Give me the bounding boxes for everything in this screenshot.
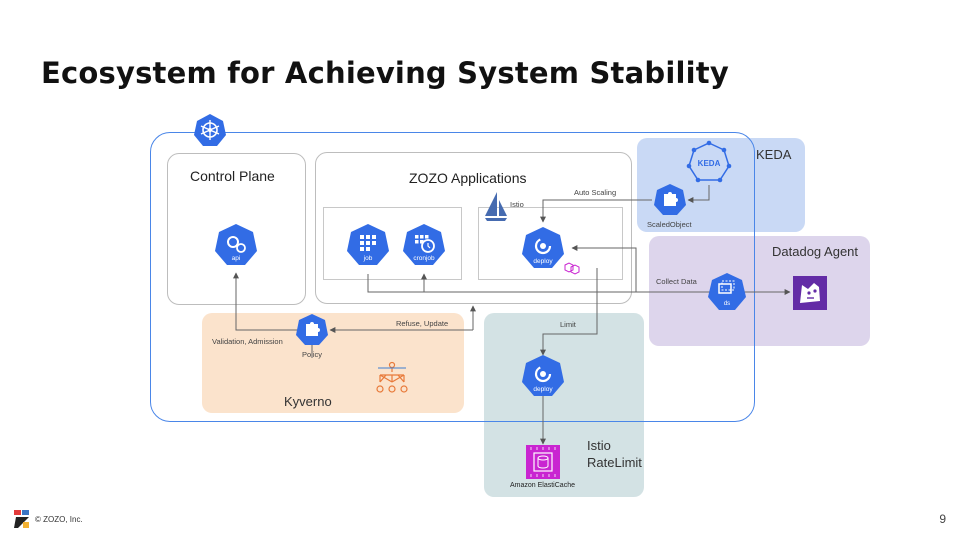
refuse-update-label: Refuse, Update: [396, 319, 449, 328]
keda-logo-icon: KEDA: [686, 140, 732, 183]
collect-data-label: Collect Data: [656, 277, 697, 286]
footer-copyright: © ZOZO, Inc.: [35, 515, 83, 524]
keda-label: KEDA: [756, 147, 792, 162]
zozo-applications-box: [315, 152, 632, 304]
api-icon-label: api: [232, 255, 241, 262]
zozo-logo-icon: [14, 510, 29, 528]
limit-label: Limit: [560, 320, 576, 329]
policy-icon: [296, 314, 328, 345]
control-plane-label: Control Plane: [190, 168, 275, 184]
envoy-sidecar-icon: [564, 262, 580, 275]
mesh-subbox: [478, 207, 623, 280]
ds-icon-label: ds: [724, 301, 730, 307]
connectors: [233, 185, 791, 445]
scaledobject-icon: [654, 184, 686, 215]
kubernetes-cluster-boundary: [150, 132, 755, 422]
limit-arrow: [540, 268, 598, 356]
kyverno-label: Kyverno: [284, 394, 332, 409]
collect-data-line: [367, 274, 711, 293]
istio-ratelimit-group: [484, 313, 644, 497]
elasticache-icon: [526, 445, 560, 479]
validation-admission-label: Validation, Admission: [212, 337, 283, 346]
page-title: Ecosystem for Achieving System Stability: [41, 56, 729, 90]
auto-scaling-label: Auto Scaling: [574, 188, 617, 197]
kyverno-logo-icon: [376, 361, 408, 393]
cronjob-icon-label: cronjob: [413, 255, 435, 262]
ds-icon: ds: [708, 273, 746, 310]
keda-to-scaledobject-arrow: [687, 185, 710, 203]
zozo-applications-label: ZOZO Applications: [409, 170, 527, 186]
auto-scaling-arrow: [540, 199, 652, 223]
datadog-agent-label: Datadog Agent: [772, 244, 859, 259]
validation-admission-arrow: [233, 272, 298, 331]
scaled-object-label: ScaledObject: [647, 220, 692, 229]
job-icon: job: [347, 224, 389, 265]
istio-icon: [485, 192, 507, 221]
cronjob-icon: cronjob: [403, 224, 445, 265]
istio-label: Istio: [510, 200, 524, 209]
collect-data-to-deploy: [571, 245, 637, 292]
api-icon: api: [215, 224, 257, 265]
datadog-logo-icon: [793, 276, 827, 310]
jobs-subbox: [323, 207, 462, 280]
deploy-icon: deploy: [522, 227, 564, 268]
deploy-ratelimit-icon: deploy: [522, 355, 564, 396]
kubernetes-icon: [194, 114, 226, 146]
datadog-agent-group: [649, 236, 870, 346]
istio-ratelimit-label-line1: Istio: [587, 438, 611, 453]
deploy-icon-label: deploy: [533, 258, 553, 265]
page-number: 9: [939, 512, 946, 526]
elasticache-label: Amazon ElastiCache: [510, 482, 575, 489]
istio-ratelimit-label-line2: RateLimit: [587, 455, 642, 470]
deploy-ratelimit-icon-label: deploy: [533, 386, 553, 393]
keda-logo-text: KEDA: [698, 159, 721, 168]
job-icon-label: job: [363, 255, 373, 262]
keda-group: [637, 138, 805, 232]
